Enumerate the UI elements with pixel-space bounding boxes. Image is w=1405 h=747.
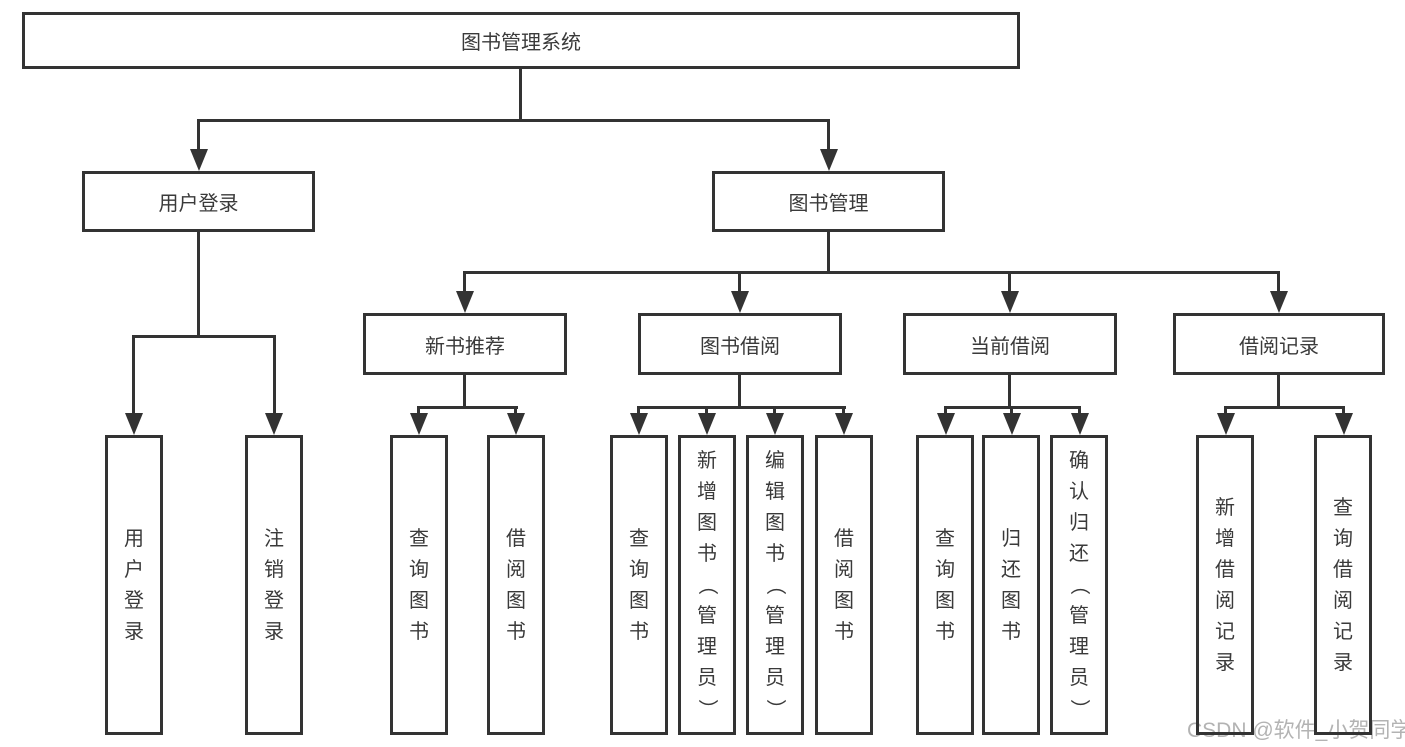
leaf-records-add-record-label: 新增借阅记录 — [1215, 496, 1235, 674]
leaf-user-login-label: 用户登录 — [124, 527, 144, 643]
leaf-records-query-record-label: 查询借阅记录 — [1333, 496, 1353, 674]
leaf-recommend-query-books: 查询图书 — [390, 435, 448, 735]
arrow-to-bb-add — [698, 413, 716, 435]
node-root: 图书管理系统 — [22, 12, 1020, 69]
connector-stem-bb-borrow — [842, 406, 845, 415]
connector-user-login-trunk — [197, 232, 200, 338]
connector-stem-leaf-logout — [273, 335, 276, 413]
leaf-borrowing-borrow-books-label: 借阅图书 — [834, 527, 854, 643]
node-user-login: 用户登录 — [82, 171, 315, 232]
leaf-user-login: 用户登录 — [105, 435, 163, 735]
connector-stem-current-borrowing — [1008, 271, 1011, 293]
connector-user-login-rail — [132, 335, 276, 338]
connector-stem-cb-query — [944, 406, 947, 415]
connector-borrowing-records-trunk — [1277, 375, 1280, 408]
arrow-to-cb-return — [1003, 413, 1021, 435]
leaf-borrowing-borrow-books: 借阅图书 — [815, 435, 873, 735]
connector-stem-book-management — [827, 119, 830, 151]
connector-stem-rec-query — [417, 406, 420, 415]
connector-stem-new-book-recommend — [463, 271, 466, 293]
arrow-to-rec-query — [410, 413, 428, 435]
leaf-current-confirm-return: 确认归还（管理员） — [1050, 435, 1108, 735]
leaf-recommend-borrow-books-label: 借阅图书 — [506, 527, 526, 643]
connector-stem-bb-query — [637, 406, 640, 415]
connector-new-book-recommend-rail — [417, 406, 518, 409]
connector-stem-bb-add — [705, 406, 708, 415]
leaf-current-return-books-label: 归还图书 — [1001, 527, 1021, 643]
connector-stem-cb-confirm — [1078, 406, 1081, 415]
arrow-to-book-management — [820, 149, 838, 171]
leaf-current-query-books-label: 查询图书 — [935, 527, 955, 643]
node-book-management-label: 图书管理 — [788, 193, 869, 215]
connector-book-management-rail — [463, 271, 1280, 274]
leaf-borrowing-add-books: 新增图书（管理员） — [678, 435, 736, 735]
node-book-borrowing: 图书借阅 — [638, 313, 842, 375]
arrow-to-book-borrowing — [731, 291, 749, 313]
node-user-login-label: 用户登录 — [158, 193, 239, 215]
node-book-management: 图书管理 — [712, 171, 945, 232]
arrow-to-cb-query — [937, 413, 955, 435]
connector-stem-br-add — [1224, 406, 1227, 415]
connector-new-book-recommend-trunk — [463, 375, 466, 408]
connector-current-borrowing-trunk — [1008, 375, 1011, 408]
leaf-borrowing-query-books: 查询图书 — [610, 435, 668, 735]
node-borrowing-records-label: 借阅记录 — [1239, 335, 1319, 358]
arrow-to-bb-edit — [766, 413, 784, 435]
connector-stem-bb-edit — [773, 406, 776, 415]
connector-book-management-trunk — [827, 232, 830, 273]
connector-stem-br-query — [1342, 406, 1345, 415]
leaf-current-confirm-return-label: 确认归还（管理员） — [1068, 450, 1090, 719]
connector-stem-leaf-user-login — [132, 335, 135, 413]
leaf-borrowing-edit-books: 编辑图书（管理员） — [746, 435, 804, 735]
connector-stem-rec-borrow — [514, 406, 517, 415]
leaf-logout: 注销登录 — [245, 435, 303, 735]
leaf-borrowing-add-books-label: 新增图书（管理员） — [696, 450, 718, 719]
leaf-logout-label: 注销登录 — [264, 527, 284, 643]
leaf-recommend-borrow-books: 借阅图书 — [487, 435, 545, 735]
leaf-current-query-books: 查询图书 — [916, 435, 974, 735]
node-new-book-recommend: 新书推荐 — [363, 313, 567, 375]
node-current-borrowing-label: 当前借阅 — [970, 335, 1050, 358]
connector-stem-borrowing-records — [1277, 271, 1280, 293]
connector-stem-user-login — [197, 119, 200, 151]
node-root-label: 图书管理系统 — [461, 32, 581, 54]
connector-borrowing-records-rail — [1224, 406, 1345, 409]
arrow-to-leaf-logout — [265, 413, 283, 435]
arrow-to-user-login — [190, 149, 208, 171]
connector-root-trunk — [519, 69, 522, 121]
connector-stem-book-borrowing — [738, 271, 741, 293]
arrow-to-rec-borrow — [507, 413, 525, 435]
arrow-to-br-query — [1335, 413, 1353, 435]
arrow-to-br-add — [1217, 413, 1235, 435]
node-new-book-recommend-label: 新书推荐 — [425, 335, 505, 358]
arrow-to-cb-confirm — [1071, 413, 1089, 435]
leaf-borrowing-query-books-label: 查询图书 — [629, 527, 649, 643]
connector-root-rail — [197, 119, 830, 122]
connector-book-borrowing-rail — [637, 406, 846, 409]
connector-stem-cb-return — [1010, 406, 1013, 415]
leaf-borrowing-edit-books-label: 编辑图书（管理员） — [764, 450, 786, 719]
arrow-to-leaf-user-login — [125, 413, 143, 435]
leaf-records-query-record: 查询借阅记录 — [1314, 435, 1372, 735]
connector-book-borrowing-trunk — [738, 375, 741, 408]
watermark-text: CSDN @软件_小贺同学 — [1187, 719, 1405, 742]
node-borrowing-records: 借阅记录 — [1173, 313, 1385, 375]
node-current-borrowing: 当前借阅 — [903, 313, 1117, 375]
node-book-borrowing-label: 图书借阅 — [700, 335, 780, 358]
leaf-records-add-record: 新增借阅记录 — [1196, 435, 1254, 735]
arrow-to-new-book-recommend — [456, 291, 474, 313]
arrow-to-bb-query — [630, 413, 648, 435]
arrow-to-current-borrowing — [1001, 291, 1019, 313]
arrow-to-borrowing-records — [1270, 291, 1288, 313]
arrow-to-bb-borrow — [835, 413, 853, 435]
leaf-recommend-query-books-label: 查询图书 — [409, 527, 429, 643]
leaf-current-return-books: 归还图书 — [982, 435, 1040, 735]
